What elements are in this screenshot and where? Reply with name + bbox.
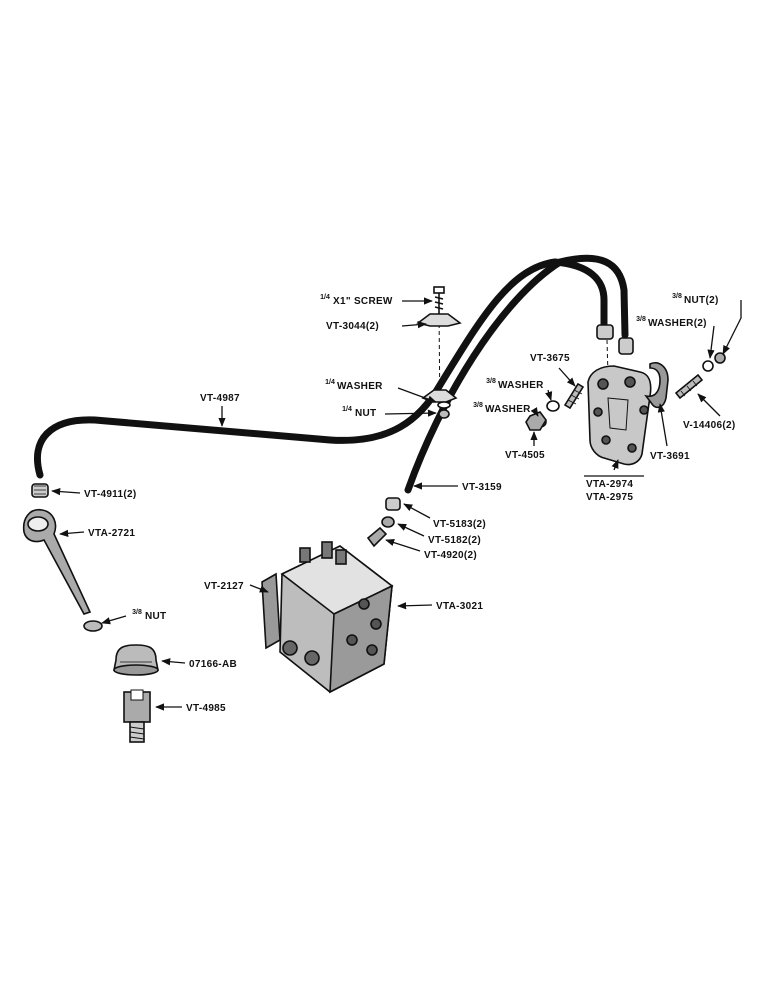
label-screw: X1" SCREW [333, 296, 393, 307]
label-washer-b-fraction: 3/8 [473, 402, 483, 409]
label-washer-right-fraction: 3/8 [636, 316, 646, 323]
label-washer-a: WASHER [498, 380, 544, 391]
gasket-vt-3691 [644, 362, 669, 409]
label-vt-3691: VT-3691 [650, 451, 690, 462]
cap-07166-ab [113, 644, 159, 676]
pump-vta-3021 [279, 541, 394, 694]
label-vt-4911: VT-4911(2) [84, 489, 136, 500]
label-vta-3021: VTA-3021 [436, 601, 483, 612]
label-vt-4985: VT-4985 [186, 703, 226, 714]
label-nut-right-fraction: 3/8 [672, 293, 682, 300]
housing-vta-2974-2975 [587, 365, 652, 466]
fitting-vt-4911 [31, 483, 49, 498]
label-washer-b: WASHER [485, 404, 531, 415]
rod-vta-2721 [22, 508, 92, 615]
washer-nut-right [702, 352, 726, 372]
fittings-top-right [596, 324, 634, 355]
fittings-vt-5183-5182-4920 [366, 497, 401, 548]
label-nut-left-fraction: 3/8 [132, 609, 142, 616]
label-nut-left: NUT [145, 611, 166, 622]
stud-vt-3675 [563, 382, 585, 410]
label-washer-quarter: WASHER [337, 381, 383, 392]
label-nut-quarter: NUT [355, 408, 376, 419]
stud-v-14406 [674, 373, 704, 400]
label-washer-right: WASHER(2) [648, 318, 707, 329]
label-nut-right: NUT(2) [684, 295, 719, 306]
label-vt-4920: VT-4920(2) [424, 550, 477, 561]
clamp-vt-3044 [416, 313, 462, 403]
tube-vt-4987 [33, 258, 559, 479]
callout-labels: 1/4 X1" SCREW VT-3044(2) 1/4 WASHER 1/4 … [84, 293, 735, 714]
label-vta-2974: VTA-2974 [586, 479, 633, 490]
label-washer-quarter-fraction: 1/4 [325, 379, 335, 386]
nut-quarter-part [438, 409, 450, 419]
label-nut-quarter-fraction: 1/4 [342, 406, 352, 413]
label-vt-4987: VT-4987 [200, 393, 240, 404]
label-washer-a-fraction: 3/8 [486, 378, 496, 385]
label-vt-3044: VT-3044(2) [326, 321, 379, 332]
tube-vt-3159 [404, 254, 629, 494]
label-vta-2721: VTA-2721 [88, 528, 135, 539]
label-vt-3159: VT-3159 [462, 482, 502, 493]
label-07166-ab: 07166-AB [189, 659, 237, 670]
label-vt-5183: VT-5183(2) [433, 519, 486, 530]
label-vt-3675: VT-3675 [530, 353, 570, 364]
nut-left-part [83, 620, 103, 632]
label-screw-fraction: 1/4 [320, 294, 330, 301]
label-v-14406: V-14406(2) [683, 420, 735, 431]
bracket-vt-2127 [261, 572, 281, 650]
label-vt-5182: VT-5182(2) [428, 535, 481, 546]
screw-part [433, 286, 445, 318]
label-vta-2975: VTA-2975 [586, 492, 633, 503]
label-vt-2127: VT-2127 [204, 581, 244, 592]
fitting-vt-4985 [123, 689, 151, 743]
label-vt-4505: VT-4505 [505, 450, 545, 461]
leader-lines [51, 297, 742, 711]
washer-quarter-part [437, 401, 451, 409]
